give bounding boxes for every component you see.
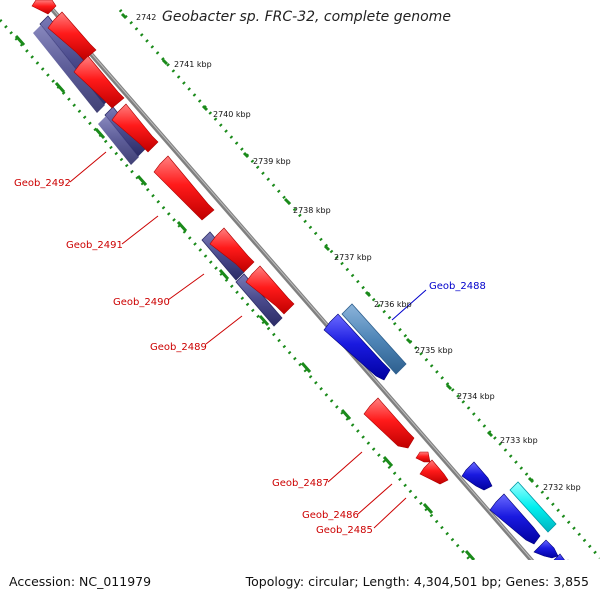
gene-arrow[interactable] xyxy=(153,155,215,221)
gene-arrow[interactable] xyxy=(73,55,125,109)
kbp-tick-label: 2739 kbp xyxy=(253,157,291,166)
inner-ruler-ticks xyxy=(14,35,476,560)
gene-arrow-blue[interactable] xyxy=(461,461,493,491)
gene-geob-2485[interactable] xyxy=(419,459,449,485)
kbp-tick-label: 2737 kbp xyxy=(334,253,372,262)
gene-arrow-blue[interactable] xyxy=(489,493,541,545)
gene-geob-2486[interactable] xyxy=(415,451,431,463)
accession-text: Accession: NC_011979 xyxy=(9,574,152,589)
genome-summary-text: Topology: circular; Length: 4,304,501 bp… xyxy=(245,574,589,589)
gene-arrow[interactable] xyxy=(111,103,159,153)
gene-label-geob-2486[interactable]: Geob_2486 xyxy=(302,510,359,521)
outer-ruler-ticks xyxy=(120,12,535,484)
kbp-tick-label: 2732 kbp xyxy=(543,483,581,492)
gene-arrow-blue[interactable] xyxy=(323,313,391,381)
gene-geob-2487[interactable] xyxy=(363,397,415,449)
gene-arrow[interactable] xyxy=(31,0,57,15)
kbp-tick-label: 2736 kbp xyxy=(374,300,412,309)
gene-cyan[interactable] xyxy=(509,481,557,533)
gene-label-geob-2485[interactable]: Geob_2485 xyxy=(316,525,373,536)
kbp-tick-label: 2741 kbp xyxy=(174,60,212,69)
label-leader-lines xyxy=(69,151,427,529)
gene-arrow[interactable] xyxy=(209,227,255,273)
gene-arrow[interactable] xyxy=(47,11,97,61)
gene-arrow-blue[interactable] xyxy=(533,539,559,559)
gene-label-geob-2489[interactable]: Geob_2489 xyxy=(150,342,207,353)
outer-dotted-ruler xyxy=(118,9,600,559)
gene-arrow-blue[interactable] xyxy=(552,553,568,568)
gene-group-geob-2492[interactable] xyxy=(33,15,147,165)
kbp-tick-label: 2742 xyxy=(136,13,156,22)
gene-bar[interactable] xyxy=(235,273,283,327)
kbp-tick-label: 2735 kbp xyxy=(415,346,453,355)
kbp-tick-label: 2734 kbp xyxy=(457,392,495,401)
gene-arrow-blue[interactable] xyxy=(562,559,574,572)
gene-arrow[interactable] xyxy=(245,265,295,315)
gene-label-geob-2491[interactable]: Geob_2491 xyxy=(66,240,123,251)
gene-geob-2488[interactable] xyxy=(341,303,407,375)
kbp-tick-label: 2740 kbp xyxy=(213,110,251,119)
kbp-tick-label: 2733 kbp xyxy=(500,436,538,445)
gene-label-geob-2487[interactable]: Geob_2487 xyxy=(272,478,329,489)
gene-arrow[interactable] xyxy=(558,594,578,600)
genome-backbone xyxy=(42,0,535,560)
gene-label-geob-2492[interactable]: Geob_2492 xyxy=(14,178,71,189)
map-title: Geobacter sp. FRC-32, complete genome xyxy=(162,9,451,25)
kbp-tick-label: 2738 kbp xyxy=(293,206,331,215)
gene-label-geob-2490[interactable]: Geob_2490 xyxy=(113,297,170,308)
inner-dotted-ruler xyxy=(0,19,473,560)
gene-label-geob-2488[interactable]: Geob_2488 xyxy=(429,281,486,292)
red-gene-series xyxy=(31,0,295,315)
